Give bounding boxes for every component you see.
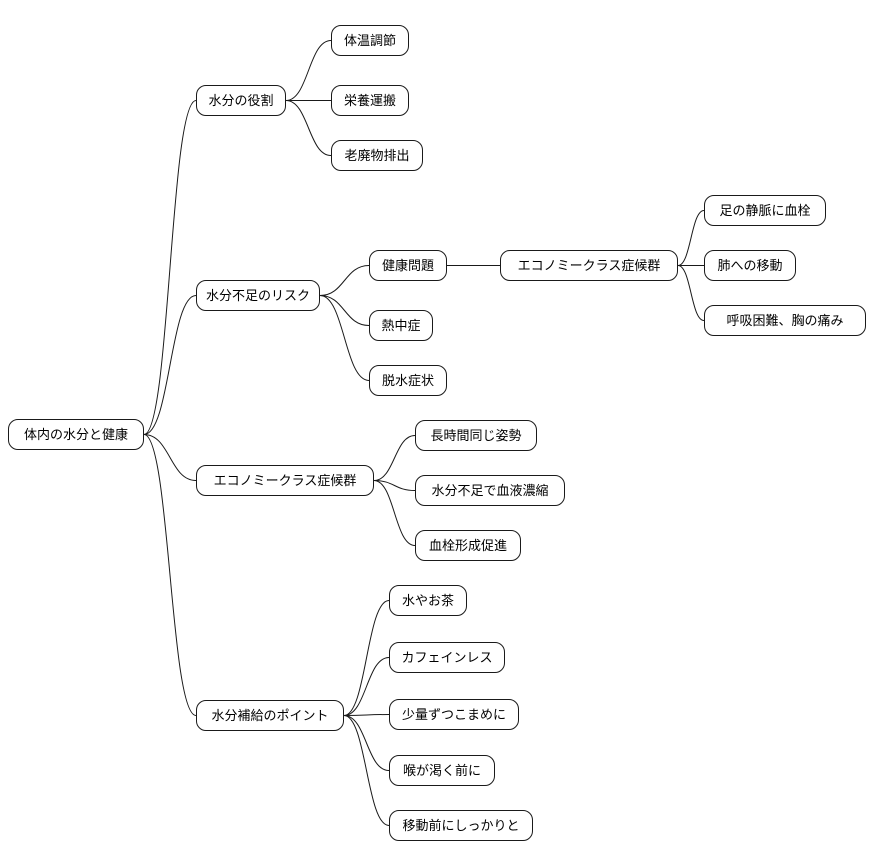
node-rouhai: 老廃物排出 (331, 140, 423, 171)
node-hai: 肺への移動 (704, 250, 796, 281)
node-idou: 移動前にしっかりと (389, 810, 533, 841)
node-shouryou: 少量ずつこまめに (389, 699, 519, 730)
node-caffeine: カフェインレス (389, 642, 505, 673)
edge-economy2-kokyuu (677, 265, 705, 321)
node-hokyuu: 水分補給のポイント (196, 700, 344, 731)
edge-yakuwari-rouhai (285, 100, 332, 156)
edge-root-economy1 (143, 434, 197, 481)
node-kokyuu: 呼吸困難、胸の痛み (704, 305, 866, 336)
node-mizu: 水やお茶 (389, 585, 467, 616)
edge-root-hokyuu (143, 434, 197, 716)
node-yakuwari: 水分の役割 (196, 85, 286, 116)
node-sokushin: 血栓形成促進 (415, 530, 521, 561)
edge-root-risk (143, 295, 197, 435)
node-risk: 水分不足のリスク (196, 280, 320, 311)
edge-risk-necchuu (319, 295, 370, 326)
edge-economy1-sokushin (373, 480, 416, 546)
node-root: 体内の水分と健康 (8, 419, 144, 450)
edge-hokyuu-caffeine (343, 657, 390, 716)
node-taion: 体温調節 (331, 25, 409, 56)
edge-hokyuu-nodo (343, 715, 390, 771)
edge-economy1-noushuku (373, 480, 416, 491)
node-necchuu: 熱中症 (369, 310, 433, 341)
node-kenkou: 健康問題 (369, 250, 447, 281)
node-nodo: 喉が渇く前に (389, 755, 495, 786)
edge-hokyuu-idou (343, 715, 390, 826)
edge-hokyuu-mizu (343, 600, 390, 716)
node-noushuku: 水分不足で血液濃縮 (415, 475, 565, 506)
node-dassui: 脱水症状 (369, 365, 447, 396)
edge-economy2-kessen (677, 210, 705, 266)
node-economy2: エコノミークラス症候群 (500, 250, 678, 281)
edge-risk-kenkou (319, 265, 370, 296)
node-economy1: エコノミークラス症候群 (196, 465, 374, 496)
edge-root-yakuwari (143, 100, 197, 435)
edge-risk-dassui (319, 295, 370, 381)
node-eiyou: 栄養運搬 (331, 85, 409, 116)
edge-yakuwari-taion (285, 40, 332, 101)
edge-hokyuu-shouryou (343, 714, 390, 716)
edge-economy1-shisei (373, 435, 416, 481)
node-shisei: 長時間同じ姿勢 (415, 420, 537, 451)
node-kessen: 足の静脈に血栓 (704, 195, 826, 226)
